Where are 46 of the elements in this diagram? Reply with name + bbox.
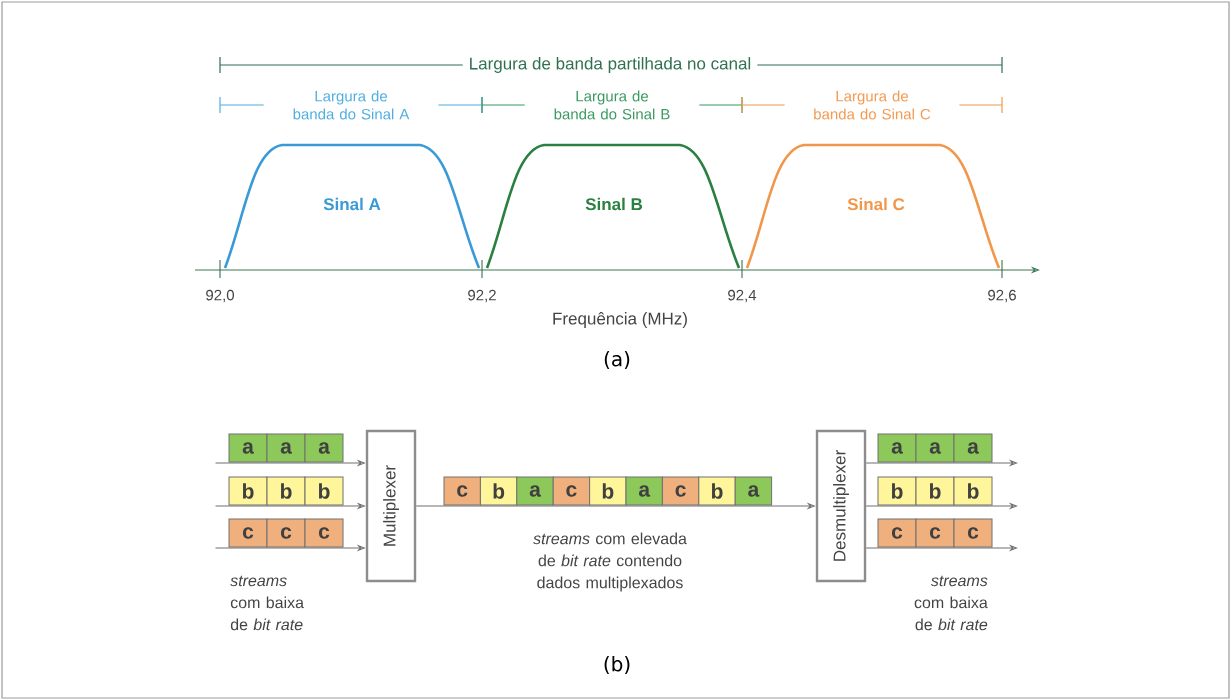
data-cell: a: [304, 433, 344, 463]
stream-note: streams com elevada de bit rate contendo dados multiplexados: [533, 532, 687, 592]
data-cell: a: [266, 433, 306, 463]
data-cell: c: [443, 476, 481, 506]
dimension-label: Largura de banda do Sinal A: [263, 87, 439, 123]
dimension-label: Largura de banda do Sinal B: [524, 87, 700, 123]
data-cell: b: [877, 476, 917, 506]
signal-label: Sinal B: [585, 197, 643, 211]
data-cell: b: [953, 476, 993, 506]
stream-note: streams com baixa de bit rate: [914, 575, 988, 631]
data-cell: c: [304, 518, 344, 548]
signal-label: Sinal C: [847, 197, 905, 211]
stream-note: streams com baixa de bit rate: [230, 575, 304, 631]
data-cell: a: [953, 433, 993, 463]
process-box: Desmultiplexer: [815, 429, 867, 583]
data-cell: b: [589, 476, 627, 506]
data-cell: a: [915, 433, 955, 463]
data-cell: c: [661, 476, 700, 506]
signal-label: Sinal A: [323, 197, 381, 211]
axis-title: Frequência (MHz): [553, 312, 687, 328]
dimension-label: Largura de banda do Sinal C: [784, 87, 960, 123]
data-cell: c: [552, 476, 591, 506]
tick-label: 92,6: [988, 289, 1016, 303]
data-cell: b: [915, 476, 955, 506]
data-cell: a: [516, 476, 554, 506]
tick-label: 92,0: [206, 289, 234, 303]
data-cell: b: [698, 476, 736, 506]
data-cell: b: [304, 476, 344, 506]
caption: (b): [604, 656, 630, 674]
caption: (a): [604, 351, 630, 369]
data-cell: b: [266, 476, 306, 506]
dimension-label: Largura de banda partilhada no canal: [462, 53, 758, 77]
data-cell: c: [266, 518, 306, 548]
data-cell: c: [953, 518, 993, 548]
tick-label: 92,4: [728, 289, 757, 303]
data-cell: c: [915, 518, 955, 548]
data-cell: c: [877, 518, 917, 548]
data-cell: b: [479, 476, 518, 506]
data-cell: a: [625, 476, 663, 506]
data-cell: b: [228, 476, 268, 506]
tick-label: 92,2: [468, 289, 496, 303]
data-cell: a: [877, 433, 917, 463]
data-cell: a: [734, 476, 773, 506]
data-cell: c: [228, 518, 268, 548]
process-box: Multiplexer: [365, 429, 417, 583]
data-cell: a: [228, 433, 268, 463]
